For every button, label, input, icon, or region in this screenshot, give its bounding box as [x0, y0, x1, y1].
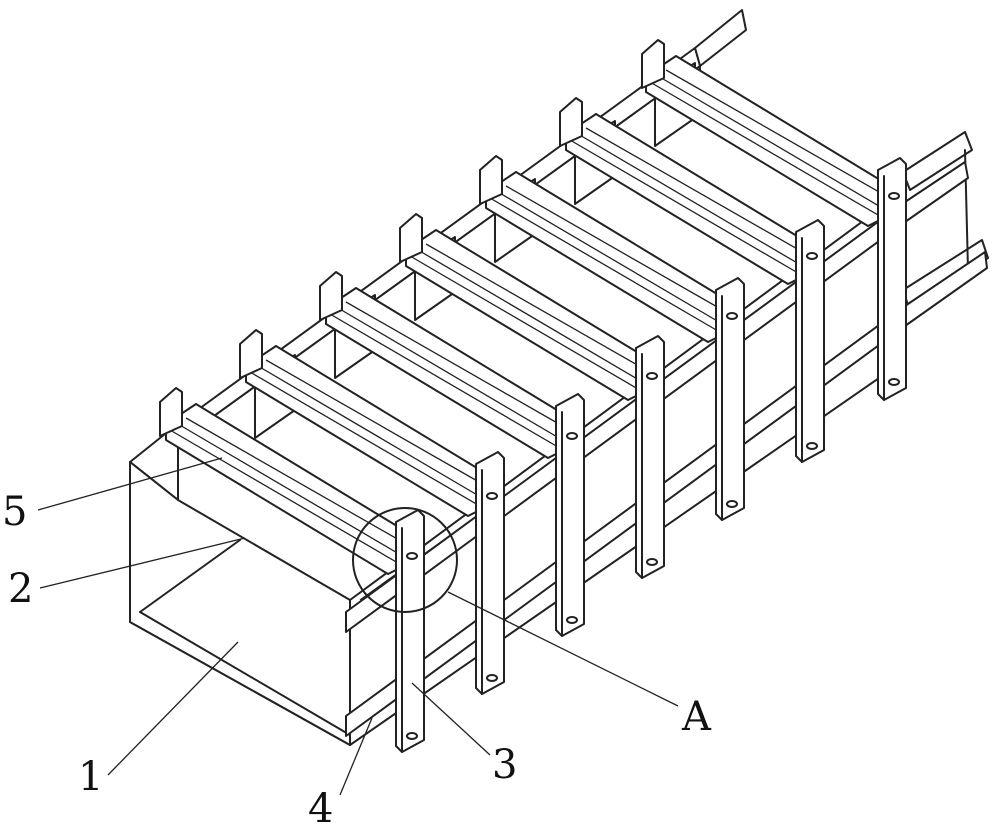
label-a: A: [681, 694, 712, 740]
far-end-plate: [695, 10, 746, 66]
right-post-6: [796, 220, 824, 462]
label-4: 4: [308, 786, 333, 832]
right-post-3: [556, 394, 584, 636]
right-post-7: [878, 158, 906, 400]
label-1: 1: [78, 754, 103, 800]
right-post-2: [476, 452, 504, 694]
right-post-5: [716, 278, 744, 520]
right-post-1: [396, 510, 424, 752]
label-5: 5: [2, 489, 27, 535]
label-2: 2: [8, 566, 33, 612]
leader-1: [108, 642, 238, 775]
right-post-4: [636, 336, 664, 578]
label-3: 3: [492, 742, 517, 788]
